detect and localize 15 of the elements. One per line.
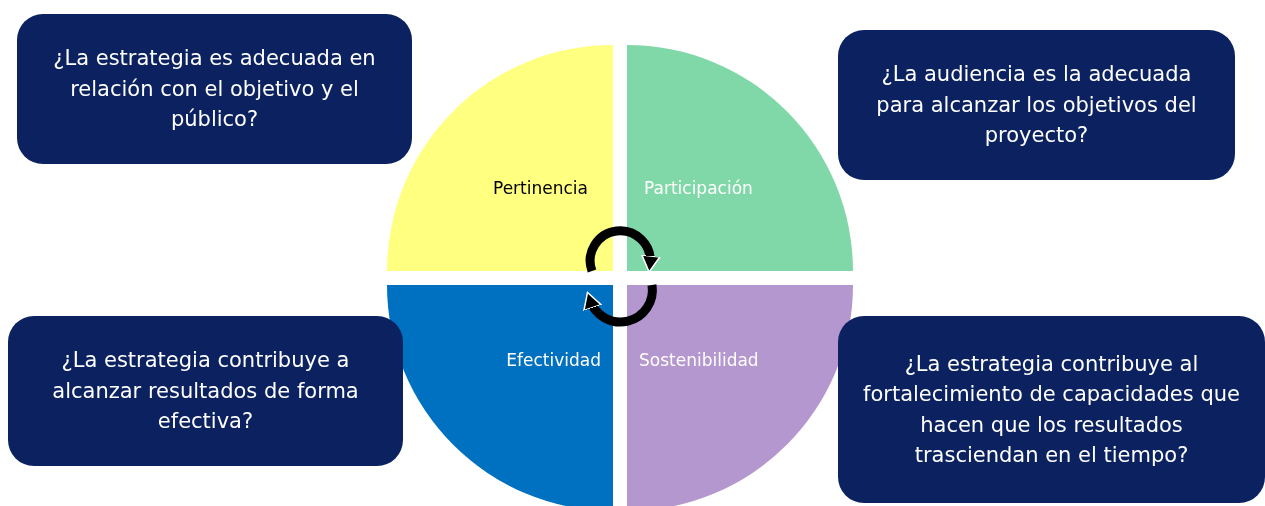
quadrant-label: Pertinencia [493, 178, 588, 198]
quadrant-segment [627, 285, 853, 506]
curved-arrow [583, 284, 657, 327]
question-text: ¿La audiencia es la adecuada para alcanzar los objetivos del proyecto? [875, 61, 1198, 150]
question-text: ¿La estrategia es adecuada en relación con el objetivo y el público? [52, 45, 377, 134]
question-box [838, 30, 1235, 180]
question-box [838, 316, 1265, 503]
question-text: ¿La estrategia contribuye al fortalecimiento de capacidades que hacen que los resultados trasciendan en el tiempo? [862, 350, 1241, 469]
question-text: ¿La estrategia contribuye a alcanzar resultados de forma efectiva? [51, 347, 360, 436]
quadrant-label: Participación [644, 178, 753, 198]
quadrant-label: Efectividad [506, 350, 601, 370]
question-box [17, 14, 412, 164]
question-box [8, 316, 403, 466]
quadrant-segment [387, 285, 613, 506]
quadrant-label: Sostenibilidad [639, 350, 759, 370]
